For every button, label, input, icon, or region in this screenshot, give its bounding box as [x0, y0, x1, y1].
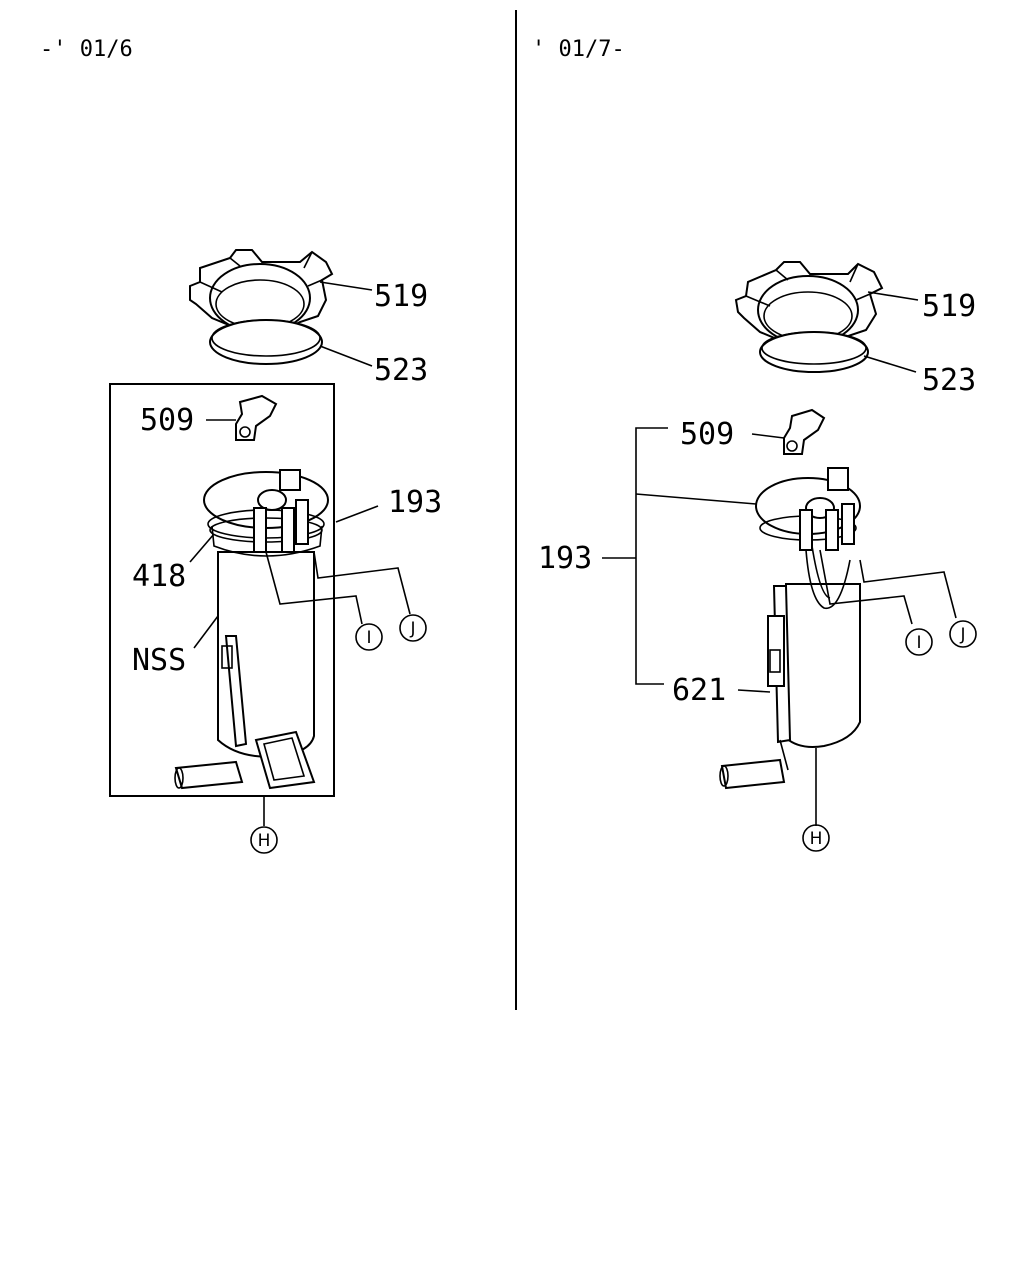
- left-leader-418: [189, 533, 215, 563]
- right-connector-h: H: [802, 824, 830, 852]
- left-pump-module: [174, 469, 329, 790]
- left-connector-j: J: [399, 614, 427, 642]
- right-label-523: 523: [922, 363, 976, 398]
- left-assembly-box: [109, 383, 335, 797]
- left-gasket-523: [209, 319, 323, 365]
- left-wire-j: [313, 551, 411, 615]
- left-label-523: 523: [374, 353, 428, 388]
- left-connector-i: I: [355, 623, 383, 651]
- svg-text:H: H: [810, 829, 823, 849]
- right-leader-621: [737, 689, 771, 693]
- left-leader-193: [335, 505, 379, 523]
- right-connector-509: [783, 408, 826, 455]
- left-leader-523: [319, 345, 373, 367]
- right-gasket-523: [759, 331, 869, 373]
- right-connector-j: J: [949, 620, 977, 648]
- left-label-509: 509: [140, 403, 194, 438]
- right-leader-519: [867, 291, 919, 301]
- left-connector-h: H: [250, 826, 278, 854]
- left-leader-nss: [193, 615, 219, 649]
- svg-text:J: J: [409, 619, 415, 639]
- right-leader-193: [635, 493, 757, 505]
- right-connector-i: I: [905, 628, 933, 656]
- right-leader-523: [863, 355, 917, 373]
- svg-text:J: J: [959, 625, 965, 645]
- left-label-193: 193: [388, 485, 442, 520]
- right-wire-i: [819, 549, 913, 625]
- right-bracket-193: [635, 427, 668, 685]
- right-label-519: 519: [922, 289, 976, 324]
- left-label-nss: NSS: [132, 643, 186, 678]
- left-wire-i: [265, 551, 363, 625]
- svg-text:I: I: [916, 633, 921, 653]
- left-leader-519: [319, 281, 373, 291]
- left-lock-ring-519: [189, 249, 334, 344]
- right-wire-j: [859, 559, 957, 619]
- right-leader-509: [751, 433, 785, 439]
- left-label-519: 519: [374, 279, 428, 314]
- right-label-509: 509: [680, 417, 734, 452]
- left-label-418: 418: [132, 559, 186, 594]
- left-connector-509: [235, 394, 278, 441]
- right-pump-module: [719, 467, 861, 790]
- svg-text:I: I: [366, 628, 371, 648]
- right-label-193: 193: [538, 541, 592, 576]
- left-panel-header: -' 01/6: [40, 37, 133, 62]
- svg-text:H: H: [258, 831, 271, 851]
- right-panel-header: ' 01/7-: [532, 37, 625, 62]
- right-label-621: 621: [672, 673, 726, 708]
